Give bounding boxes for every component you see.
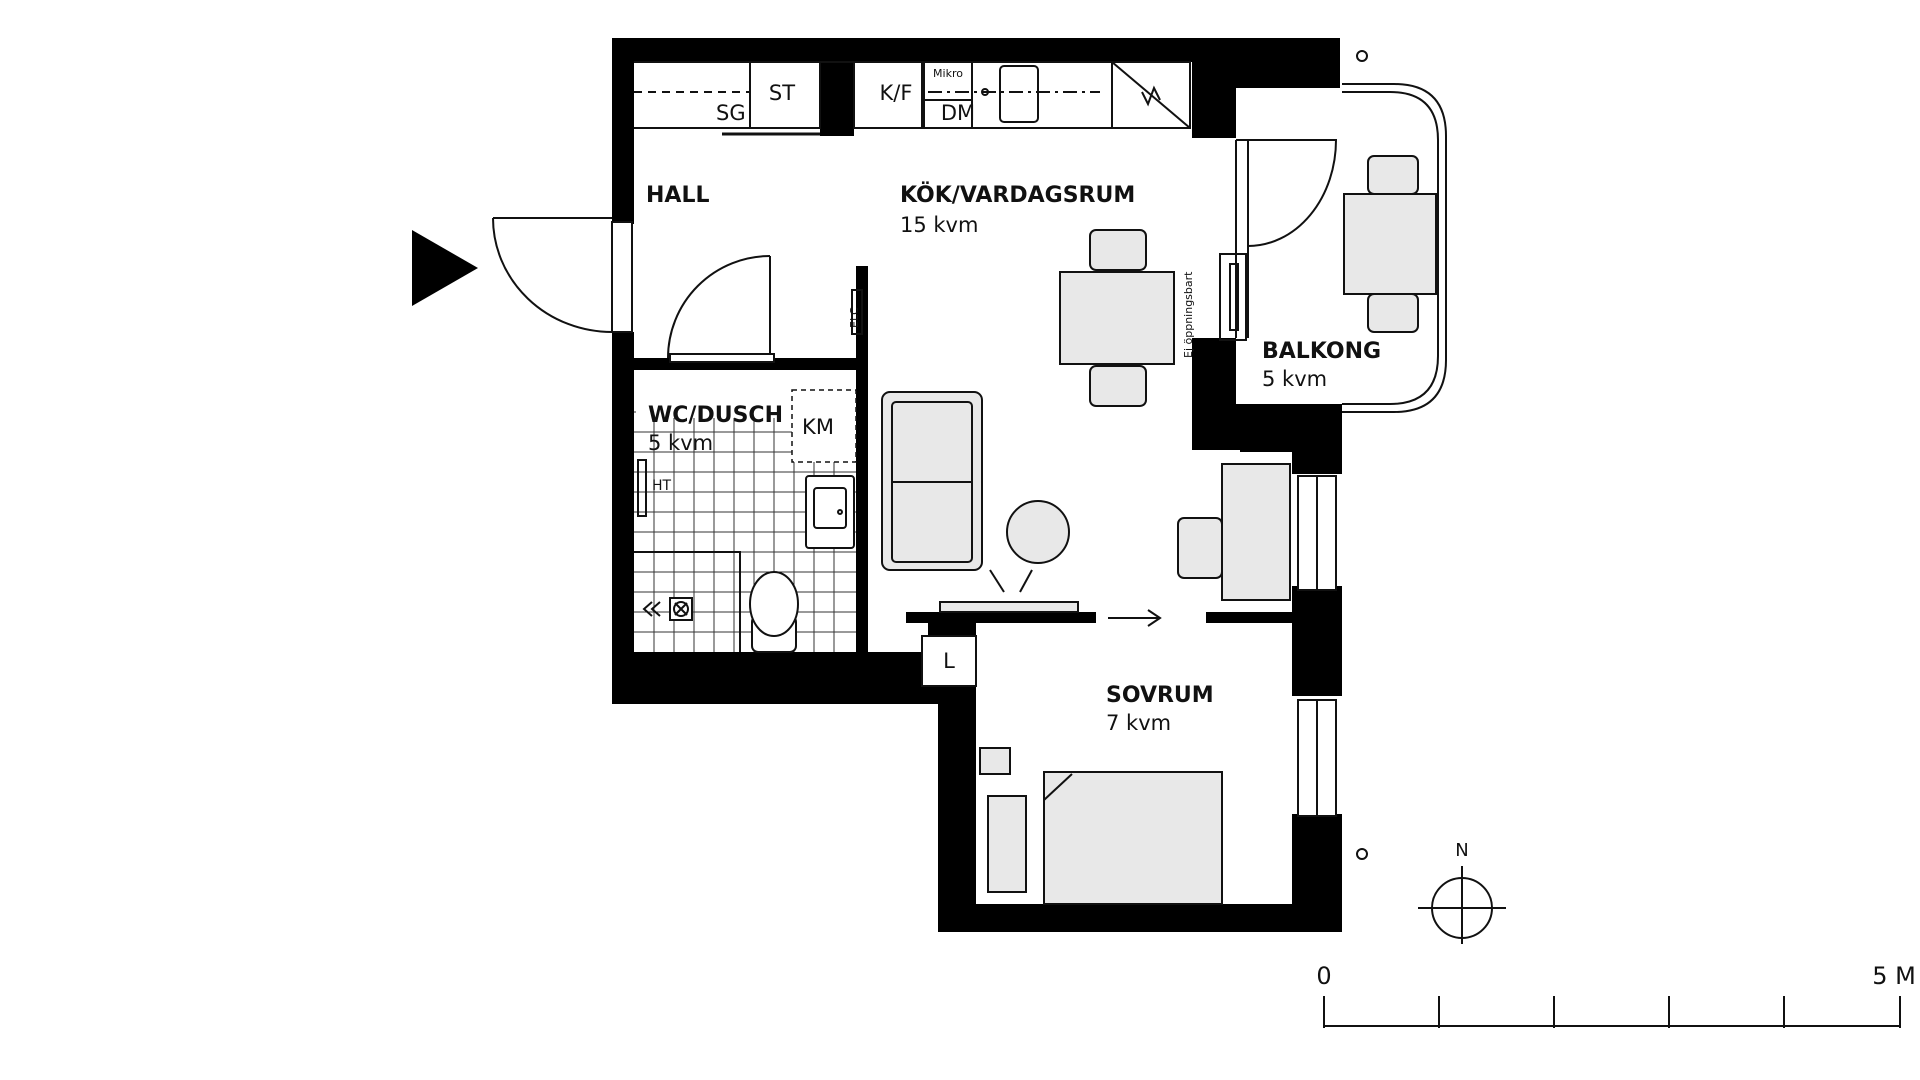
- floor-drain-icon: [642, 597, 693, 621]
- entrance-arrow-icon: [412, 230, 478, 306]
- ht-label: HT: [652, 478, 672, 494]
- window-note: Ej öppningsbart: [1182, 271, 1195, 358]
- balcony-table: [1343, 155, 1437, 333]
- compass-north-label: N: [1455, 840, 1468, 861]
- bed: [979, 747, 1223, 905]
- bedroom-area: 7 kvm: [1106, 711, 1171, 735]
- toilet: [749, 571, 799, 653]
- mikro-label: Mikro: [933, 67, 963, 80]
- tv-bench: [939, 569, 1079, 613]
- compass-icon: [1418, 866, 1506, 944]
- windows: [1297, 475, 1337, 817]
- shower-area: [634, 551, 741, 652]
- scale-end-label: 5 M: [1872, 962, 1916, 990]
- towel-heater: [637, 459, 647, 517]
- washing-machine: [791, 389, 857, 463]
- wc-area: 5 kvm: [648, 431, 713, 455]
- direction-arrow-icon: [1108, 609, 1162, 627]
- scale-start-label: 0: [1316, 962, 1331, 990]
- desk: [1177, 463, 1291, 601]
- walls: [612, 38, 1342, 932]
- st-label: ST: [769, 81, 795, 105]
- kitchen-area: 15 kvm: [900, 213, 978, 237]
- coffee-table: [1006, 500, 1070, 564]
- wc-door: [667, 255, 775, 363]
- balcony-area: 5 kvm: [1262, 367, 1327, 391]
- entry-door: [492, 217, 633, 333]
- elc-label: ELC: [848, 307, 861, 328]
- balcony: [1219, 83, 1447, 413]
- dining-table: [1059, 229, 1175, 407]
- bedroom-label: SOVRUM: [1106, 683, 1214, 708]
- kitchen-label: KÖK/VARDAGSRUM: [900, 182, 1135, 208]
- kf-label: K/F: [880, 81, 913, 105]
- l-label: L: [943, 649, 955, 673]
- partitions: [634, 60, 1296, 686]
- facade-markers: [1356, 50, 1368, 860]
- hall-label: HALL: [646, 183, 709, 208]
- balcony-label: BALKONG: [1262, 339, 1381, 364]
- scale-bar: [1323, 996, 1901, 1028]
- electrical-panel: [851, 289, 863, 335]
- wc-label: WC/DUSCH: [648, 403, 783, 428]
- sg-label: SG: [716, 101, 746, 125]
- wash-basin: [805, 475, 855, 549]
- kitchen-counter: [634, 61, 1191, 136]
- km-label: KM: [802, 415, 834, 439]
- wardrobe-l: [921, 635, 977, 687]
- sofa: [881, 391, 983, 571]
- dm-label: DM: [941, 101, 975, 125]
